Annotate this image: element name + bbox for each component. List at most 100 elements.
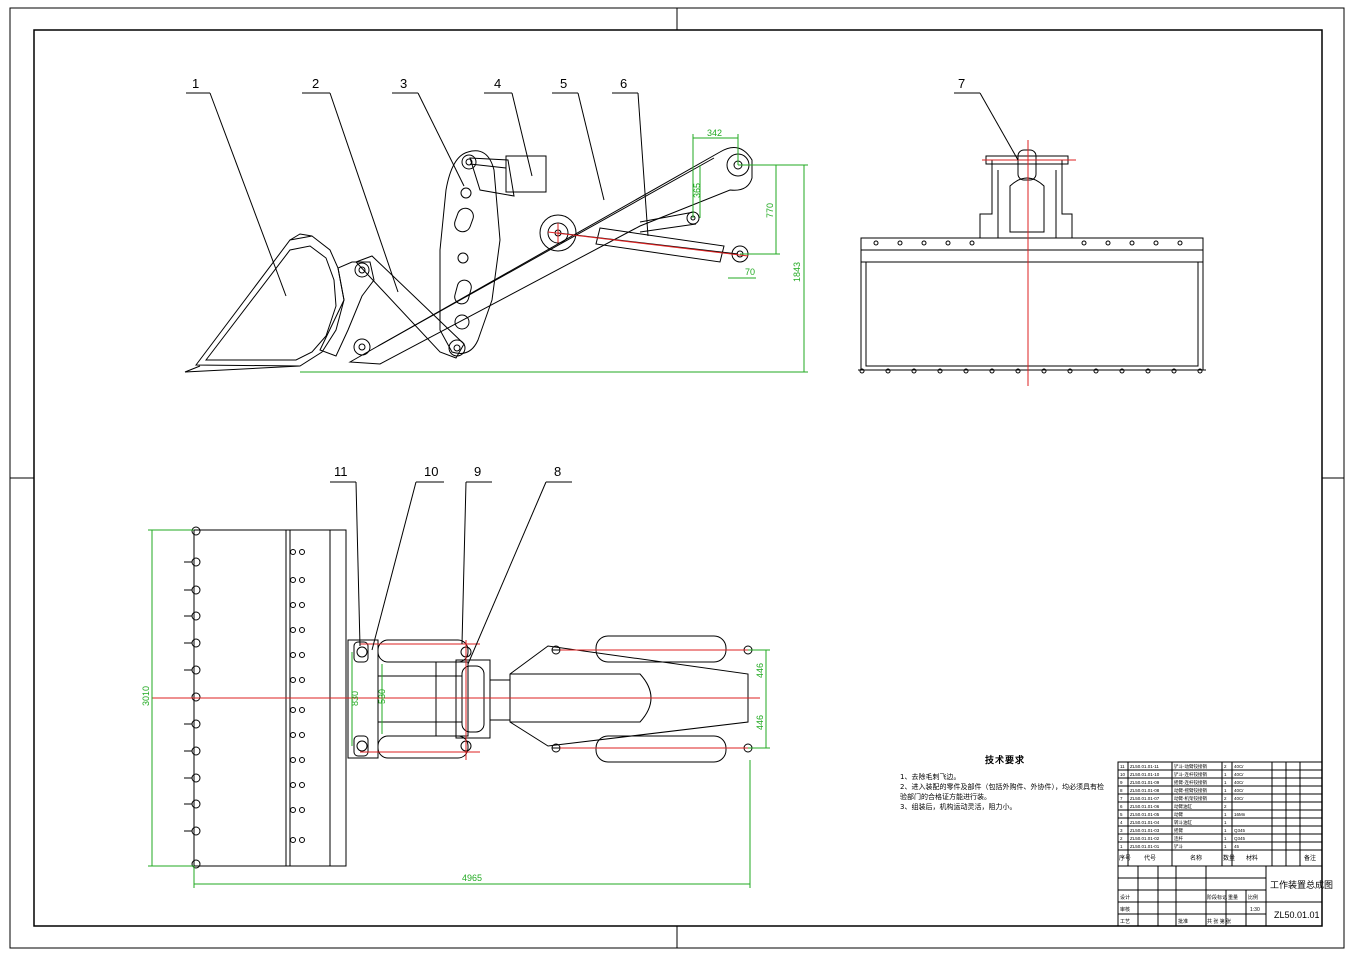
dim-830: 830 (350, 691, 360, 706)
dim-530: 530 (377, 689, 387, 704)
bom-no-9: 9 (1120, 780, 1123, 785)
tech-note-2: 2、进入装配的零件及部件（包括外购件、外协件），均必须具有检验部门的合格证方能进… (900, 783, 1104, 801)
dim-342: 342 (707, 128, 722, 138)
bom-code-6: ZL50.01.01-06 (1130, 804, 1160, 809)
sign-designer: 设计 (1120, 894, 1130, 901)
bom-mat-3: Q345 (1234, 828, 1246, 833)
bom-no-3: 3 (1120, 828, 1123, 833)
bom-code-4: ZL50.01.01-04 (1130, 820, 1160, 825)
sign-stage: 阶段标记 (1207, 894, 1227, 901)
bom-code-8: ZL50.01.01-08 (1130, 788, 1160, 793)
bom-name-6: 动臂油缸 (1174, 803, 1192, 810)
bom-qty-9: 1 (1224, 780, 1227, 785)
callout-8: 8 (554, 464, 561, 479)
bom-qty-11: 2 (1224, 764, 1227, 769)
bom-rows: 11 ZL50.01.01-11 铲斗-动臂铰接销 2 40Cr 10 ZL50… (1120, 763, 1246, 850)
side-dimensions (300, 134, 808, 373)
bom-name-7: 动臂-机架铰接销 (1174, 795, 1207, 802)
bom-header-name: 名称 (1190, 854, 1202, 862)
bom-qty-8: 1 (1224, 788, 1227, 793)
sign-weight: 重量 (1228, 894, 1238, 901)
bom-no-1: 1 (1120, 844, 1123, 849)
rocker-arm-side (439, 150, 501, 354)
sign-checker: 审核 (1120, 906, 1130, 913)
bom-mat-7: 40Cr (1234, 796, 1244, 801)
bom-no-5: 5 (1120, 812, 1123, 817)
bom-mat-10: 40Cr (1234, 772, 1244, 777)
bom-mat-9: 40Cr (1234, 780, 1244, 785)
bom-mat-11: 40Cr (1234, 764, 1244, 769)
plan-dimensions (148, 529, 770, 888)
bom-name-1: 铲斗 (1174, 843, 1183, 850)
callout-2: 2 (312, 76, 319, 91)
bom-code-3: ZL50.01.01-03 (1130, 828, 1160, 833)
bom-no-11: 11 (1120, 764, 1125, 769)
tech-notes-title: 技术要求 (984, 756, 1025, 766)
dim-70: 70 (745, 267, 755, 277)
bom-code-7: ZL50.01.01-07 (1130, 796, 1160, 801)
side-dimension-labels: 342 365 770 70 1843 (692, 128, 802, 282)
sign-block: 设计 审核 工艺 阶段标记 重量 比例 批准 共 张 第 张 1:30 (1120, 894, 1260, 925)
bom-qty-4: 1 (1224, 820, 1227, 825)
bom-name-8: 动臂-摇臂铰接销 (1174, 787, 1207, 794)
side-leaders (186, 92, 649, 297)
bom-name-11: 铲斗-动臂铰接销 (1174, 763, 1207, 770)
dim-4965: 4965 (462, 873, 482, 883)
bom-name-5: 动臂 (1174, 811, 1183, 818)
callout-6: 6 (620, 76, 627, 91)
callout-10: 10 (424, 464, 438, 479)
callout-1: 1 (192, 76, 199, 91)
bom-code-2: ZL50.01.01-02 (1130, 836, 1160, 841)
sign-scale-label: 比例 (1248, 894, 1258, 901)
technical-requirements: 技术要求 1、去除毛刺飞边。 2、进入装配的零件及部件（包括外购件、外协件），均… (900, 756, 1110, 812)
title-text: 工作装置总成图 ZL50.01.01 (1270, 879, 1333, 920)
bom-header-code: 代号 (1144, 854, 1156, 862)
bom-code-9: ZL50.01.01-09 (1130, 780, 1160, 785)
dim-365: 365 (692, 183, 702, 198)
bom-qty-1: 1 (1224, 844, 1227, 849)
drawing-number: ZL50.01.01 (1274, 910, 1320, 920)
scale-value: 1:30 (1250, 907, 1260, 913)
dim-446-bottom: 446 (755, 715, 765, 730)
dim-3010: 3010 (141, 686, 151, 706)
tech-note-3: 3、组装后，机构运动灵活，阻力小。 (900, 803, 1017, 811)
callout-7: 7 (958, 76, 965, 91)
bom-code-5: ZL50.01.01-05 (1130, 812, 1160, 817)
boom-side (348, 147, 753, 365)
bom-no-2: 2 (1120, 836, 1123, 841)
dim-446-top: 446 (755, 663, 765, 678)
bom-no-10: 10 (1120, 772, 1126, 777)
bom-header-no: 序号 (1119, 854, 1131, 862)
bom-no-8: 8 (1120, 788, 1123, 793)
bom-header-remark: 备注 (1304, 854, 1316, 862)
link-side (355, 255, 466, 359)
bom-name-2: 连杆 (1174, 835, 1183, 842)
sheet-frame (9, 7, 1345, 949)
bom-name-3: 摇臂 (1174, 827, 1183, 834)
front-view (858, 92, 1206, 386)
plan-dimension-labels: 3010 4965 446 446 830 530 (141, 663, 765, 883)
dim-1843: 1843 (792, 262, 802, 282)
callout-3: 3 (400, 76, 407, 91)
bom-qty-3: 1 (1224, 828, 1227, 833)
bom-header-qty: 数量 (1223, 854, 1235, 862)
drawing-title: 工作装置总成图 (1270, 879, 1333, 890)
plan-bucket-teeth (184, 526, 201, 869)
bom-code-1: ZL50.01.01-01 (1130, 844, 1160, 849)
bom-qty-2: 1 (1224, 836, 1227, 841)
bom-mat-5: 16Mn (1234, 812, 1246, 817)
bom-code-10: ZL50.01.01-10 (1130, 772, 1160, 777)
bom-header-material: 材料 (1246, 854, 1258, 862)
bom-no-4: 4 (1120, 820, 1123, 825)
title-block (1117, 761, 1323, 927)
sign-craft: 工艺 (1120, 919, 1130, 925)
bom-name-10: 铲斗-连杆铰接销 (1174, 771, 1207, 778)
callout-9: 9 (474, 464, 481, 479)
plan-leaders (330, 481, 572, 665)
sign-sheet: 共 张 第 张 (1207, 918, 1231, 925)
side-view (184, 147, 753, 373)
callout-5: 5 (560, 76, 567, 91)
plan-view (152, 526, 760, 869)
bom-code-11: ZL50.01.01-11 (1130, 764, 1159, 769)
